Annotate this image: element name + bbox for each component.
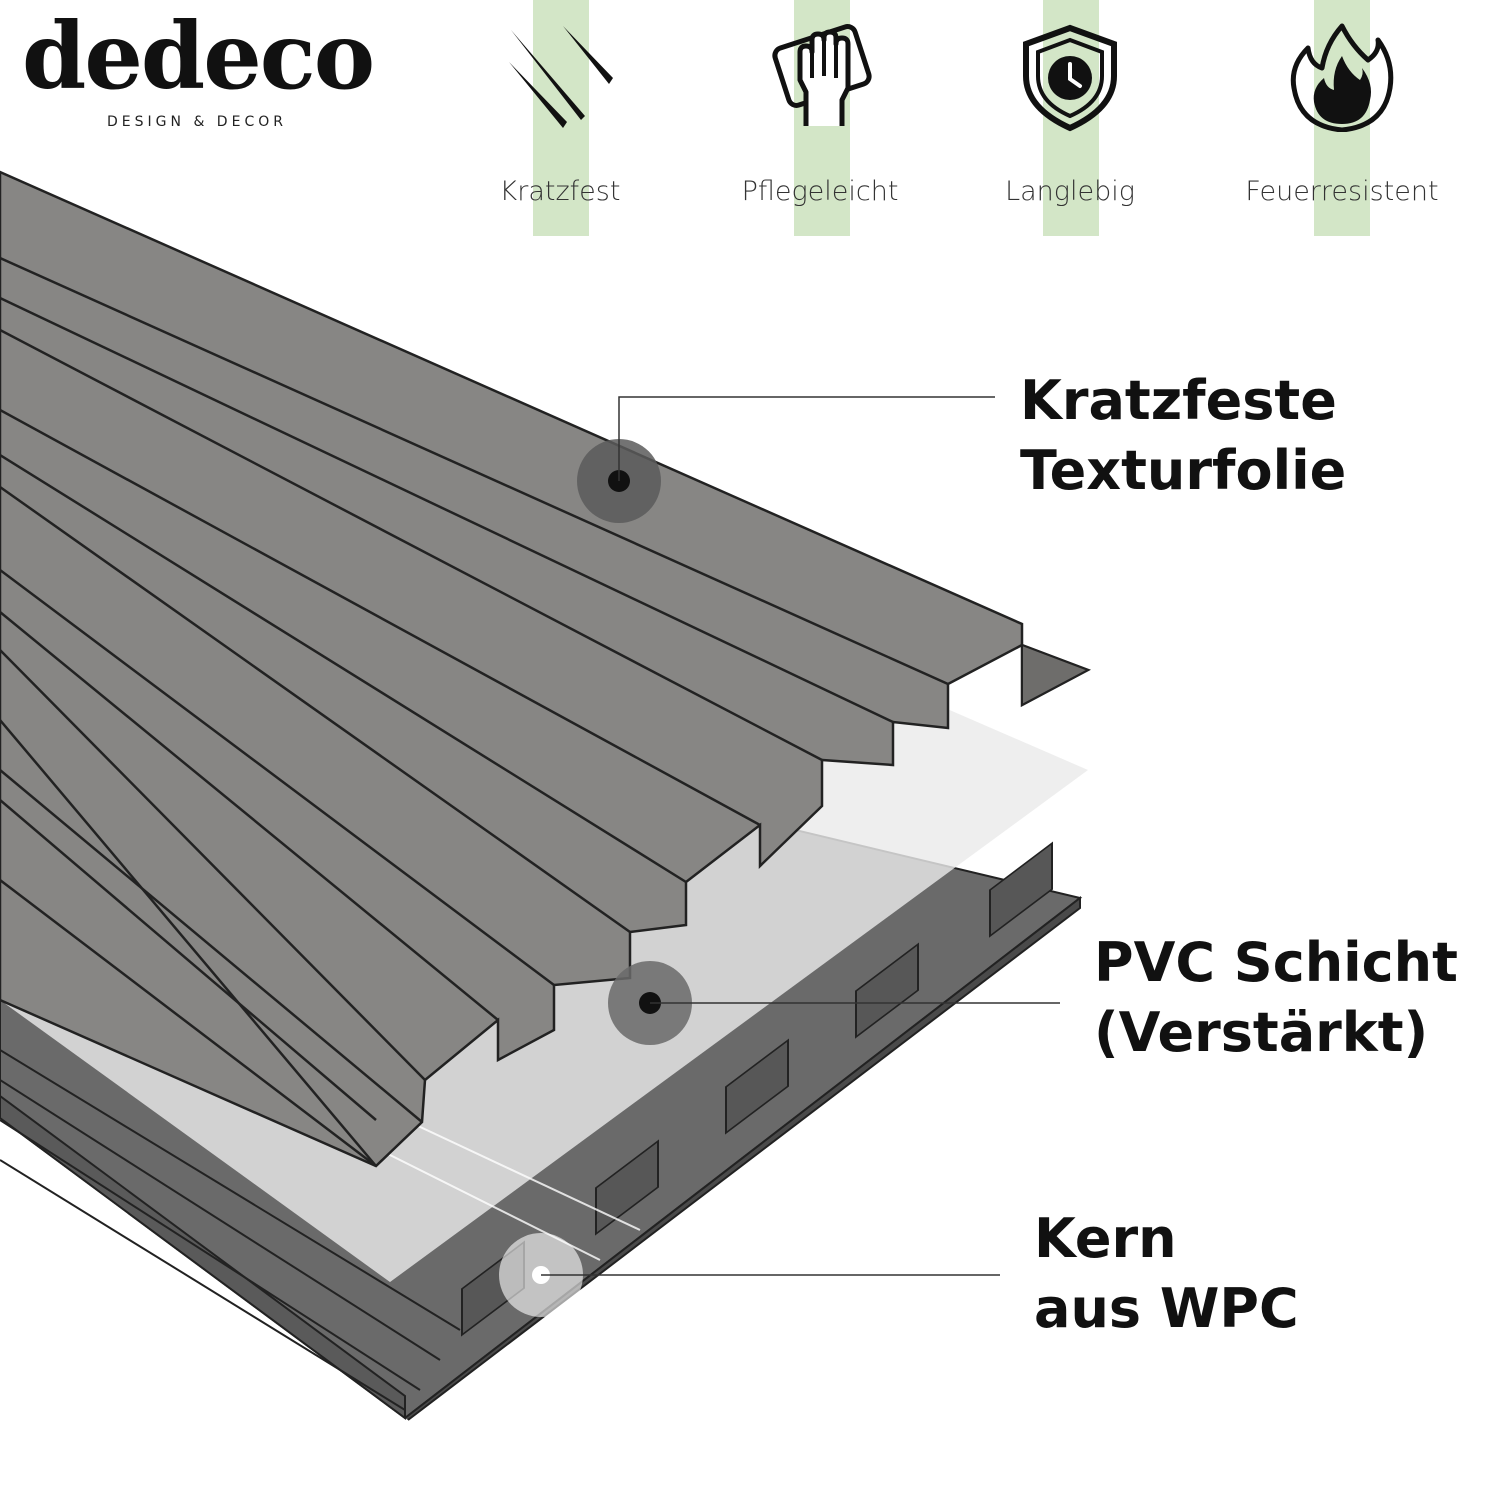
callout-line2: (Verstärkt) [1094,1001,1429,1064]
callout-line1: PVC Schicht [1094,931,1458,994]
callout-texture-foil: Kratzfeste Texturfolie [1020,366,1346,506]
callout-line1: Kern [1034,1207,1177,1270]
shield-clock-icon [1023,24,1117,132]
callout-marker-pvc [608,961,1060,1045]
callout-pvc-layer: PVC Schicht (Verstärkt) [1094,928,1458,1068]
flame-icon [1290,23,1394,132]
feature-label: Feuerresistent [1245,176,1439,207]
wipe-hand-icon [772,24,872,126]
callout-marker-texture [577,396,995,523]
brand-logo: dedeco DESIGN & DECOR [22,2,375,130]
scratch-icon [509,26,613,128]
brand-name: dedeco [22,2,375,110]
brand-tagline: DESIGN & DECOR [107,114,287,130]
callout-wpc-core: Kern aus WPC [1034,1204,1299,1344]
feature-label: Langlebig [1005,176,1135,207]
feature-label: Kratzfest [499,176,621,207]
callout-line1: Kratzfeste [1020,369,1337,432]
feature-label: Pflegeleicht [741,176,899,207]
callout-marker-core [499,1233,1000,1317]
texture-foil-layer [0,170,1092,1168]
callout-line2: aus WPC [1034,1277,1299,1340]
callout-line2: Texturfolie [1020,439,1347,502]
